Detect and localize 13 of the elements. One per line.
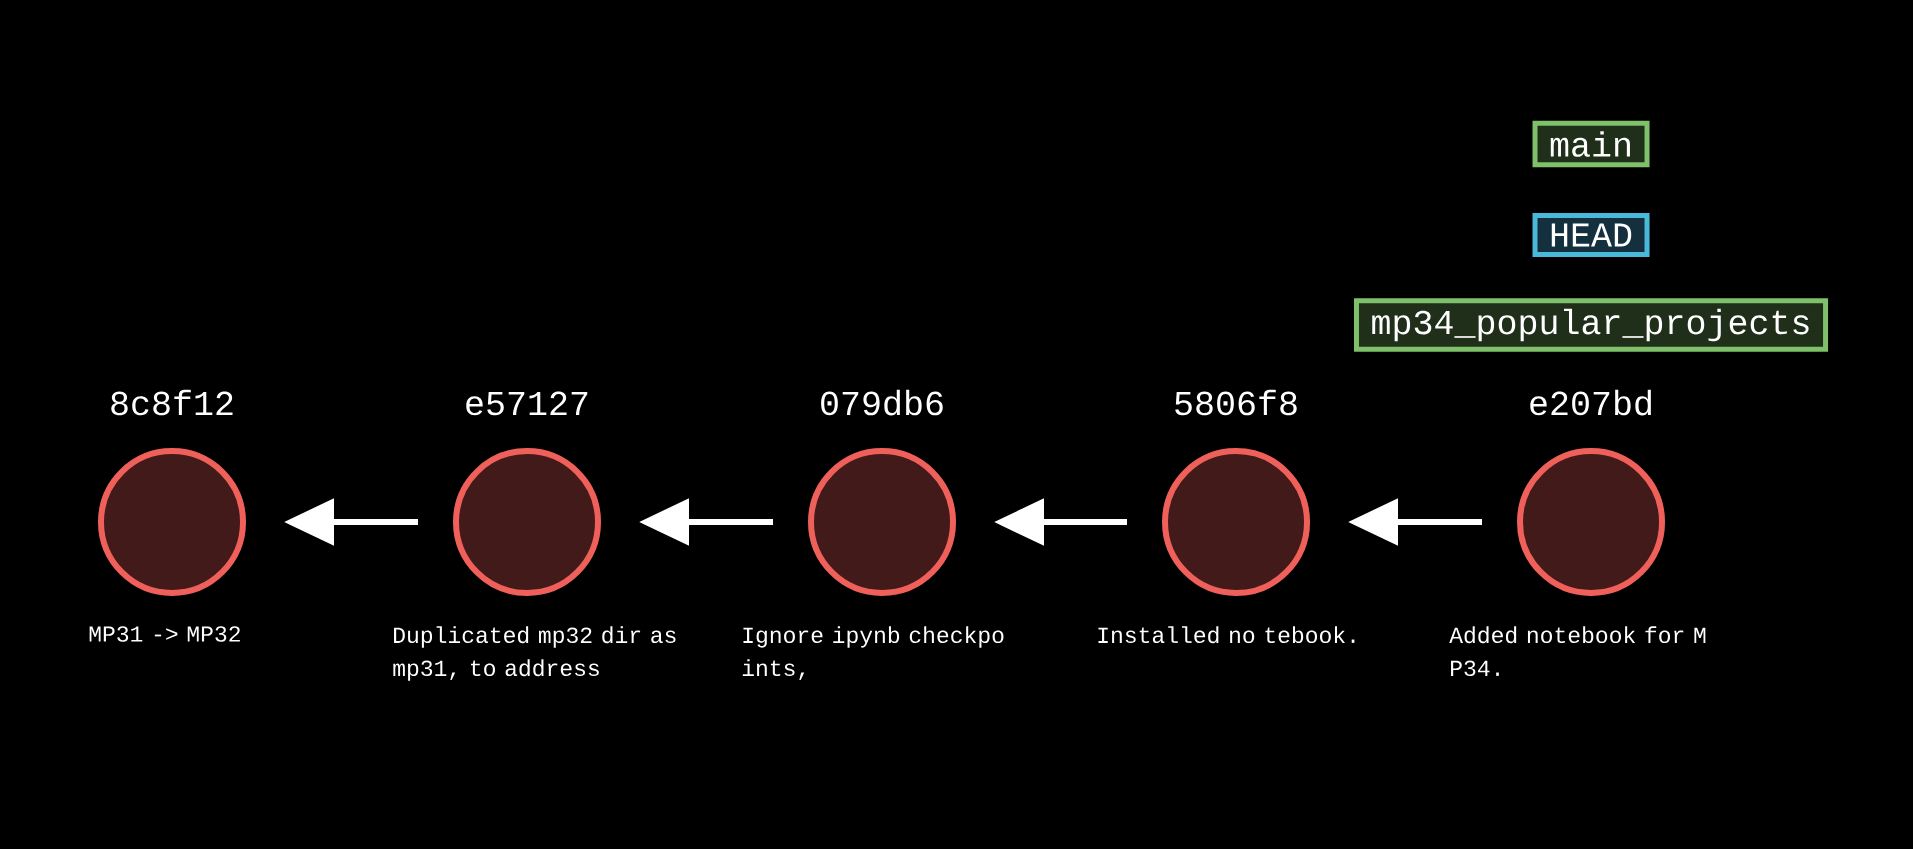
commit-message: Duplicated mp32 dir as mp31, to address: [393, 626, 676, 681]
commit-hash: 5806f8: [1175, 389, 1297, 416]
commit-message: Added notebook for M P34.: [1449, 626, 1706, 677]
commit-message: MP31 -> MP32: [89, 626, 240, 642]
commit-hash: e57127: [466, 391, 588, 416]
branch-label: main: [1532, 120, 1650, 168]
commit-message: Installed no tebook.: [1098, 626, 1355, 644]
commit-hash: 079db6: [821, 389, 943, 416]
head-label: HEAD: [1532, 213, 1650, 258]
commit-hash: 8c8f12: [111, 389, 233, 416]
branch-label: mp34_popular_projects: [1354, 298, 1829, 352]
commit-message: Ignore ipynb checkpo ints,: [742, 626, 1004, 680]
commit-hash: e207bd: [1530, 389, 1651, 416]
